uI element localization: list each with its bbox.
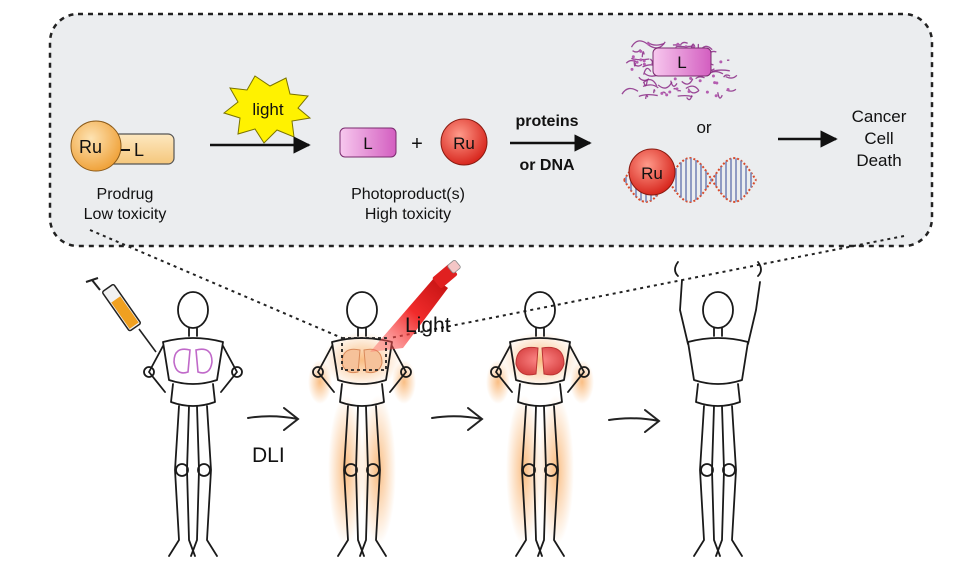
light-burst-text: light <box>252 100 283 119</box>
prodrug-label: Prodrug <box>97 186 154 203</box>
plus-sign: + <box>411 133 423 155</box>
dli-label: DLI <box>252 444 285 467</box>
or-label: or <box>696 118 711 137</box>
dna-ru-sphere <box>628 148 676 196</box>
photoproduct-ru-sphere <box>440 118 488 166</box>
light-burst <box>222 75 312 144</box>
scheme-panel <box>48 12 934 248</box>
sequence-arrow-2 <box>431 407 484 431</box>
photoproduct-ligand <box>339 127 397 158</box>
light-beam <box>370 259 461 352</box>
light-label: Light <box>405 314 451 337</box>
photoproduct-label: Photoproduct(s) <box>351 186 465 203</box>
photoproduct-l-text: L <box>363 134 372 153</box>
figure-recovered <box>674 261 762 557</box>
prodrug-ru-text: Ru <box>79 137 102 157</box>
figure-photoactivated <box>486 291 594 557</box>
sequence-arrow-1 <box>247 407 300 431</box>
photoproduct-ru-text: Ru <box>453 134 475 153</box>
prodrug-ru-sphere <box>70 120 122 172</box>
prodrug-l-text: L <box>134 140 144 160</box>
prodrug-complex: Ru L <box>70 120 175 172</box>
zoom-box <box>341 337 387 371</box>
prodrug-toxicity-label: Low toxicity <box>84 206 167 223</box>
figure-injection <box>143 291 243 557</box>
protein-ligand-text: L <box>677 53 686 72</box>
result-label-2: Cell <box>864 129 893 148</box>
result-label-3: Death <box>856 151 901 170</box>
arrow-binding-label-bottom: or DNA <box>519 157 575 174</box>
zoom-line-right <box>389 235 905 339</box>
arrow-binding-label-top: proteins <box>515 113 578 130</box>
photoproduct-toxicity-label: High toxicity <box>365 206 451 223</box>
protein-ligand <box>652 47 712 77</box>
syringe-icon <box>85 277 157 353</box>
sequence-arrow-3 <box>608 409 661 433</box>
result-label-1: Cancer <box>852 107 907 126</box>
dna-ru-text: Ru <box>641 164 663 183</box>
